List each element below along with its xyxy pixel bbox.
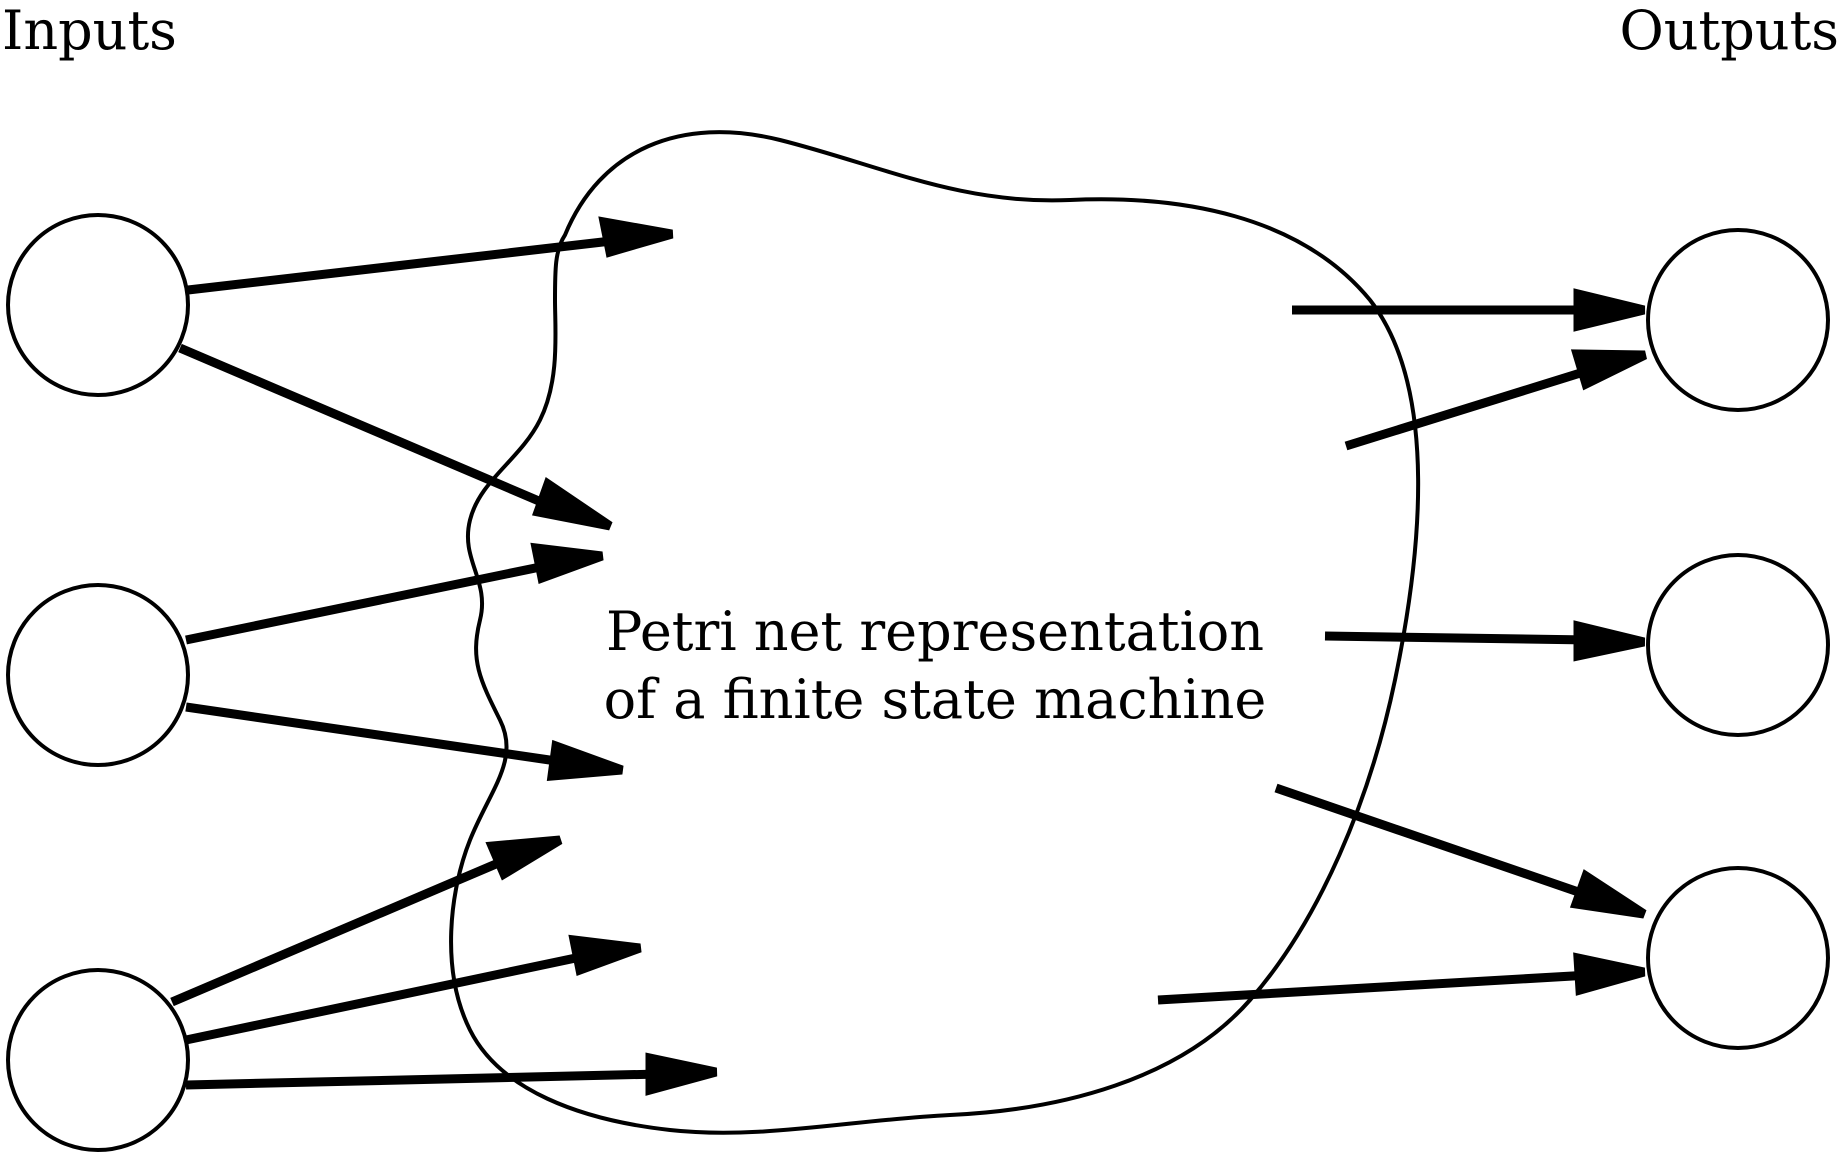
input-place-2 [6, 583, 190, 767]
output-arc [1157, 970, 1591, 1005]
arrowhead [1573, 952, 1646, 996]
arrowhead [530, 542, 604, 585]
arrowhead [546, 739, 624, 781]
arrowhead [1569, 869, 1647, 919]
arrowhead [532, 477, 613, 531]
arrowhead [1570, 349, 1647, 391]
arrowhead [598, 216, 674, 258]
input-arc [187, 235, 621, 295]
input-place-3 [6, 968, 190, 1152]
output-place-1 [1646, 228, 1830, 412]
fsm-boundary [449, 130, 1421, 1135]
output-arc [1274, 783, 1592, 901]
input-arc [185, 560, 551, 645]
output-arcs [1157, 288, 1647, 1005]
input-arc [170, 853, 512, 1007]
center-caption-line1: Petri net representation [605, 600, 1265, 663]
arrowhead [645, 1052, 718, 1096]
input-arc [185, 702, 571, 768]
input-arc [185, 950, 591, 1045]
input-place-1 [6, 213, 190, 397]
output-arc [1324, 631, 1591, 645]
output-arc [1344, 365, 1592, 451]
input-arcs [170, 216, 718, 1096]
input-arc [178, 343, 562, 515]
arrowhead [1573, 620, 1646, 662]
inputs-label: Inputs [2, 0, 177, 62]
input-arc [185, 1069, 661, 1090]
output-place-3 [1646, 866, 1830, 1050]
center-caption: Petri net representation of a finite sta… [555, 598, 1315, 734]
center-caption-line2: of a finite state machine [603, 668, 1267, 731]
output-place-2 [1646, 553, 1830, 737]
outputs-label: Outputs [1619, 0, 1839, 62]
arrowhead [485, 835, 563, 881]
arrowhead [568, 934, 642, 977]
arrowhead [1573, 288, 1646, 332]
